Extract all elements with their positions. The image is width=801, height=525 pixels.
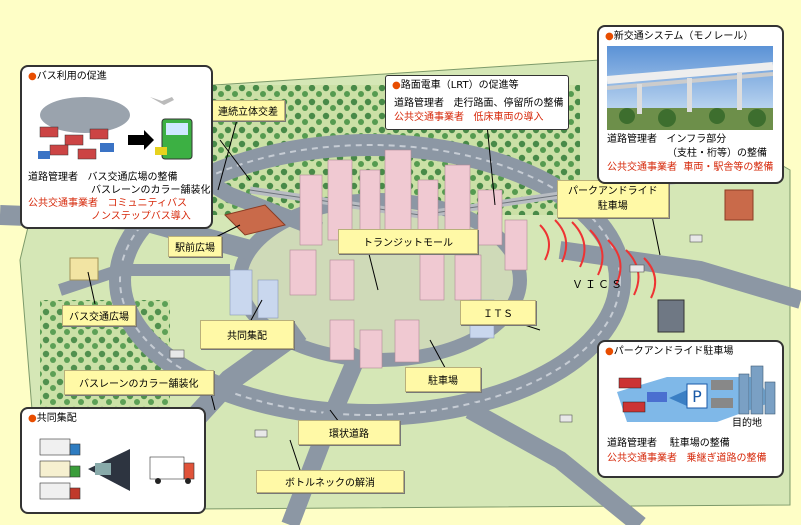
park-ride-row1-action: 駐車場の整備 [669, 438, 730, 449]
station-plaza-shape [224, 204, 286, 236]
park-ride-row1-actor: 道路管理者 [607, 438, 657, 449]
panel-lrt: ●路面電車（LRT）の促進等 道路管理者 走行路面、停留所の整備 公共交通事業者… [385, 75, 569, 130]
bus-row1-actor: 道路管理者 [28, 172, 78, 183]
callout-bus-plaza: バス交通広場 [62, 305, 136, 326]
label-vics: ＶＩＣＳ [572, 278, 624, 291]
panel-park-ride: ●パークアンドライド駐車場 P 目的地 道路管理者 駐車場の整備 公共交通事業者… [597, 340, 784, 478]
bullet-icon: ● [605, 346, 614, 357]
bus-promotion-illustration [38, 97, 193, 160]
callout-park-ride-line2: 駐車場 [597, 201, 628, 212]
callout-transit-mall: トランジットモール [338, 229, 478, 254]
monorail-photo [607, 46, 773, 130]
ring-road-outer-lines [119, 144, 621, 416]
callout-park-ride: パークアンドライド 駐車場 [557, 180, 669, 218]
park-ride-row2: 公共交通事業者 乗継ぎ道路の整備 [607, 452, 767, 465]
monorail-row1-actor: 道路管理者 [607, 134, 657, 145]
panel-lrt-title-text: 路面電車（LRT）の促進等 [400, 80, 519, 91]
panel-lrt-title: ●路面電車（LRT）の促進等 [392, 79, 519, 92]
monorail-row1: 道路管理者 インフラ部分 [607, 133, 726, 146]
panel-bus-promotion: ●バス利用の促進 道路管理者 バス交通広場の整備 バスレーンのカラー舗装化 公共… [20, 65, 213, 229]
lrt-row2-actor: 公共交通事業者 [394, 112, 464, 123]
callout-joint-delivery: 共同集配 [200, 320, 294, 349]
callout-its: ＩＴＳ [460, 300, 536, 325]
monorail-row3-actor: 公共交通事業者 [607, 162, 677, 173]
vics-tower [657, 299, 685, 333]
callout-station-plaza: 駅前広場 [168, 236, 222, 257]
bus-row1: 道路管理者 バス交通広場の整備 [28, 171, 178, 184]
lrt-row1: 道路管理者 走行路面、停留所の整備 [394, 97, 564, 110]
bullet-icon: ● [28, 71, 37, 82]
arrow-right-icon [128, 130, 154, 150]
bus-row3-action: コミュニティバス [107, 198, 187, 209]
panel-park-ride-title: ●パークアンドライド駐車場 [605, 345, 733, 358]
callout-ring-road: 環状道路 [298, 420, 400, 445]
panel-monorail-title-text: 新交通システム（モノレール） [613, 31, 754, 42]
bus-row2: バスレーンのカラー舗装化 [91, 185, 211, 196]
callout-interchange: 連続立体交差 [211, 100, 285, 121]
lrt-row1-actor: 道路管理者 [394, 98, 444, 109]
bullet-icon: ● [28, 413, 37, 424]
monorail-row3: 公共交通事業者 車両・駅舎等の整備 [607, 161, 773, 174]
bullet-icon: ● [605, 31, 614, 42]
panel-park-ride-title-text: パークアンドライド駐車場 [613, 346, 734, 357]
park-ride-row2-action: 乗継ぎ道路の整備 [686, 453, 767, 464]
panel-joint-delivery: ●共同集配 [20, 407, 206, 514]
callout-bottleneck: ボトルネックの解消 [256, 470, 404, 493]
lrt-row2: 公共交通事業者 低床車両の導入 [394, 111, 544, 124]
bus-row3-actor: 公共交通事業者 [28, 198, 98, 209]
panel-delivery-title: ●共同集配 [28, 412, 77, 425]
park-ride-row2-actor: 公共交通事業者 [607, 453, 677, 464]
callout-parking: 駐車場 [405, 367, 481, 392]
joint-delivery-illustration [39, 438, 195, 500]
monorail-row3-action: 車両・駅舎等の整備 [683, 162, 774, 173]
bus-row3: 公共交通事業者 コミュニティバス [28, 197, 187, 210]
bus-row1-action: バス交通広場の整備 [87, 172, 178, 183]
callout-park-ride-line1: パークアンドライド [568, 186, 658, 197]
lrt-row2-action: 低床車両の導入 [473, 112, 544, 123]
panel-monorail: ●新交通システム（モノレール） 道路管理者 インフラ部分 （支柱・桁等）の整備 … [597, 25, 784, 184]
panel-delivery-title-text: 共同集配 [36, 413, 77, 424]
park-ride-illustration: P [617, 365, 776, 422]
bullet-icon: ● [392, 80, 401, 91]
panel-bus-title-text: バス利用の促進 [36, 71, 107, 82]
lrt-row1-action: 走行路面、停留所の整備 [453, 98, 564, 109]
monorail-row2: （支柱・桁等）の整備 [667, 148, 767, 159]
callout-bus-lane: バスレーンのカラー舗装化 [64, 370, 214, 395]
monorail-row1-action: インフラ部分 [666, 134, 727, 145]
central-buildings [289, 149, 528, 369]
bus-row4: ノンステップバス導入 [91, 211, 191, 222]
parking-p-icon: P [692, 387, 702, 406]
panel-monorail-title: ●新交通システム（モノレール） [605, 30, 753, 43]
park-ride-destination: 目的地 [732, 418, 762, 429]
park-ride-row1: 道路管理者 駐車場の整備 [607, 437, 730, 450]
panel-bus-title: ●バス利用の促進 [28, 70, 107, 83]
